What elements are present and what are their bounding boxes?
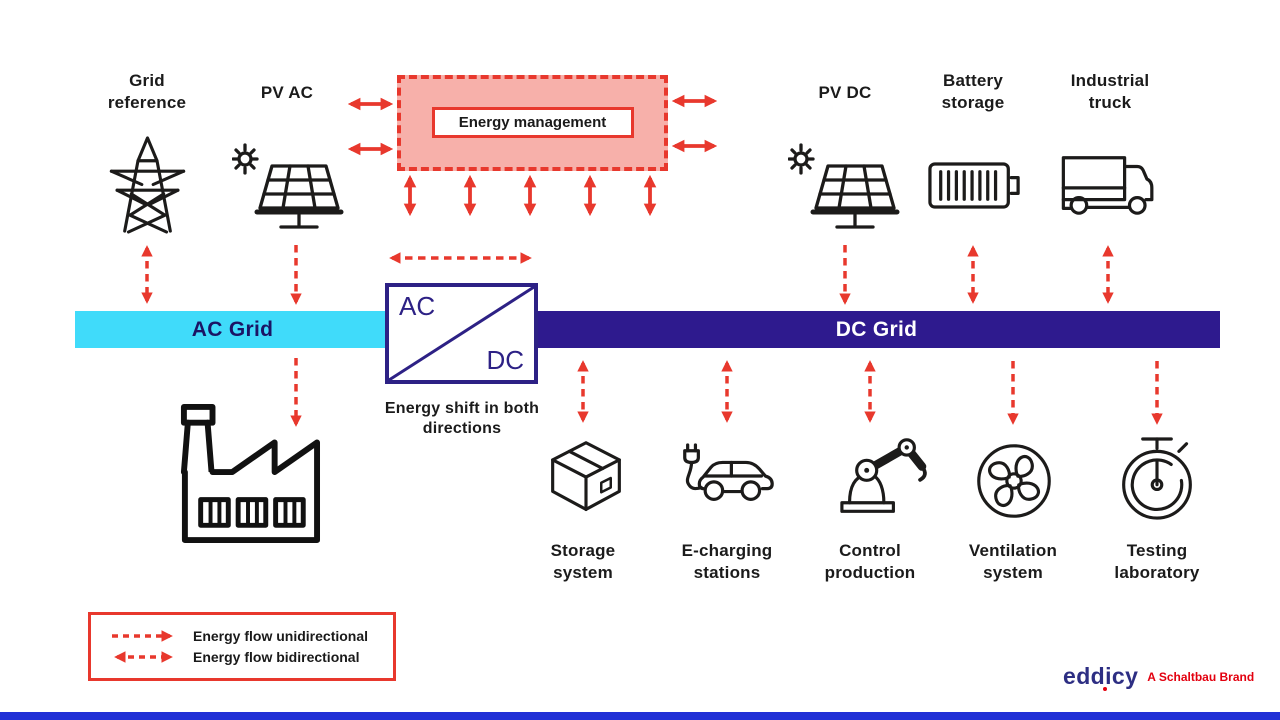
grid-reference-label: Grid reference [107,71,187,112]
ventilation-system-label: Ventilation system [968,541,1058,582]
energy-management-box: Energy management [397,75,668,171]
industrial-truck-label: Industrial truck [1070,71,1150,112]
factory-icon [175,403,323,546]
electric-car-icon [676,442,779,512]
pv-ac-label: PV AC [260,83,314,102]
legend-row-bidirectional: Energy flow bidirectional [108,649,393,665]
robot-arm-icon [830,436,932,518]
dc-grid-label: DC Grid [835,317,918,341]
legend-box: Energy flow unidirectional Energy flow b… [88,612,396,681]
legend-unidirectional-label: Energy flow unidirectional [193,628,369,644]
solar-panel-icon [232,132,344,234]
solar-panel-icon [788,132,900,234]
battery-icon [927,157,1023,214]
ac-grid-bar: AC Grid [75,311,390,348]
box-icon [546,438,626,518]
dc-grid-bar: DC Grid [533,311,1220,348]
storage-system-label: Storage system [550,541,616,582]
transmission-tower-icon [100,135,195,234]
control-production-label: Control production [824,541,916,582]
ac-grid-label: AC Grid [191,317,274,341]
battery-storage-label: Battery storage [941,71,1005,112]
legend-row-unidirectional: Energy flow unidirectional [108,628,393,644]
truck-icon [1060,150,1162,220]
converter-ac-label: AC [399,291,436,321]
eddicy-logo: eddicy [1063,663,1139,691]
logo-i-dot [1103,687,1107,691]
unidirectional-arrow-icon [112,630,173,642]
branding: eddicy A Schaltbau Brand [1063,663,1255,691]
stopwatch-icon [1117,435,1197,523]
e-charging-stations-label: E-charging stations [681,541,773,582]
converter-caption: Energy shift in both directions [384,400,540,438]
legend-bidirectional-label: Energy flow bidirectional [193,649,360,665]
energy-management-label: Energy management [431,107,634,138]
brand-tagline: A Schaltbau Brand [1147,669,1255,684]
ac-dc-converter: AC DC [385,283,538,384]
eddicy-logo-text: eddicy [1063,663,1139,689]
footer-bar [0,712,1280,720]
converter-diagonal [389,287,534,380]
testing-laboratory-label: Testing laboratory [1114,541,1200,582]
converter-dc-label: DC [486,345,524,375]
pv-dc-label: PV DC [818,83,872,102]
bidirectional-arrow-icon [114,651,173,663]
fan-icon [974,441,1054,521]
